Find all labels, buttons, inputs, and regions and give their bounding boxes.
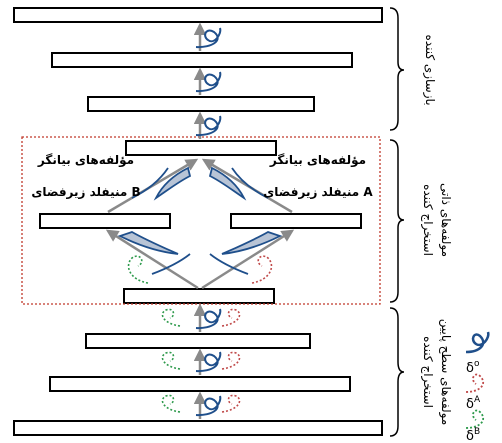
green-delta-curves (127, 255, 181, 413)
low-level-extractor-label-line2: مولفه‌های سطح پایین (438, 319, 453, 426)
decoder-layer-3 (87, 96, 315, 112)
manifold-b-label-line1: مؤلفه‌های بیانگر (37, 153, 134, 168)
intrinsic-extractor-label-line1: استخراج کننده (420, 184, 435, 256)
reconstructor-label: بازسازی کننده (422, 34, 437, 105)
legend-blue-swirl (465, 331, 490, 354)
bottleneck-input-layer (123, 288, 275, 304)
subspace-b-layer (39, 213, 171, 229)
encoder-layer-3 (13, 420, 383, 436)
red-delta-curves (221, 255, 273, 413)
legend-delta-a: δA (466, 395, 481, 412)
decoder-layer-4 (125, 140, 277, 156)
encoder-layer-2 (49, 376, 351, 392)
manifold-b-label-line2: منیفلد زیرفضای B (31, 185, 140, 199)
manifold-a-label-line2: منیفلد زیرفضای A (263, 185, 373, 199)
blue-delta-curves-decoder (195, 27, 222, 137)
legend-green-swirl (465, 409, 485, 429)
subspace-a-layer (230, 213, 362, 229)
blue-delta-curves-encoder (195, 308, 222, 417)
section-braces (389, 7, 405, 437)
intrinsic-extractor-label-line2: مولفه‌های ذاتی (438, 183, 453, 257)
blue-manifold-wedges (117, 166, 283, 275)
legend-delta-b: δB (466, 427, 480, 443)
legend: δo δA δB (465, 331, 490, 443)
low-level-extractor-label-line1: استخراج کننده (420, 336, 435, 408)
decoder-layer-2 (51, 52, 353, 68)
encoder-layer-1 (85, 333, 311, 349)
legend-red-swirl (465, 373, 485, 393)
decoder-layer-1 (13, 7, 383, 23)
manifold-a-label-line1: مؤلفه‌های بیانگر (269, 153, 366, 168)
legend-delta-o: δo (466, 359, 480, 376)
